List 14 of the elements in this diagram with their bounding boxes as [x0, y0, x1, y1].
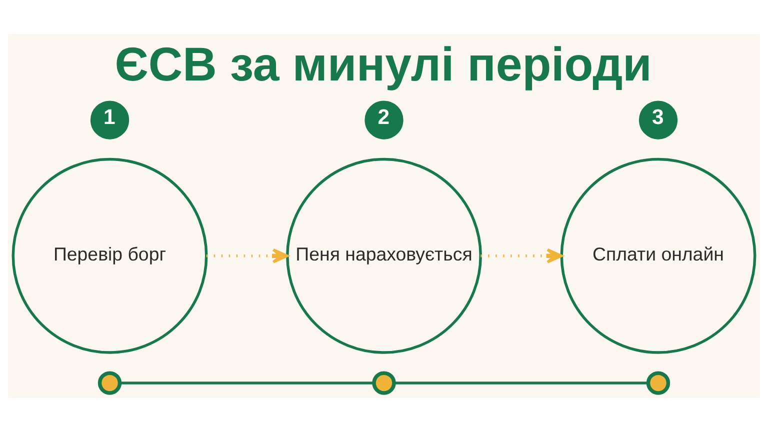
- node-circle: [646, 371, 670, 395]
- node-circle: Сплати онлайн: [560, 158, 756, 354]
- connector: [120, 382, 374, 384]
- node-circle: [372, 371, 396, 395]
- node-circle: 3: [638, 100, 678, 140]
- node-circle: [98, 371, 122, 395]
- connector: [394, 382, 648, 384]
- arrow: [480, 248, 563, 264]
- node-circle: Перевір борг: [12, 158, 208, 354]
- arrow: [206, 248, 288, 264]
- node-circle: 2: [364, 100, 404, 140]
- node-circle: Пеня нараховується: [286, 158, 482, 354]
- node-circle: 1: [90, 100, 130, 140]
- diagram-title: ЄСВ за минулі періоди: [114, 38, 652, 92]
